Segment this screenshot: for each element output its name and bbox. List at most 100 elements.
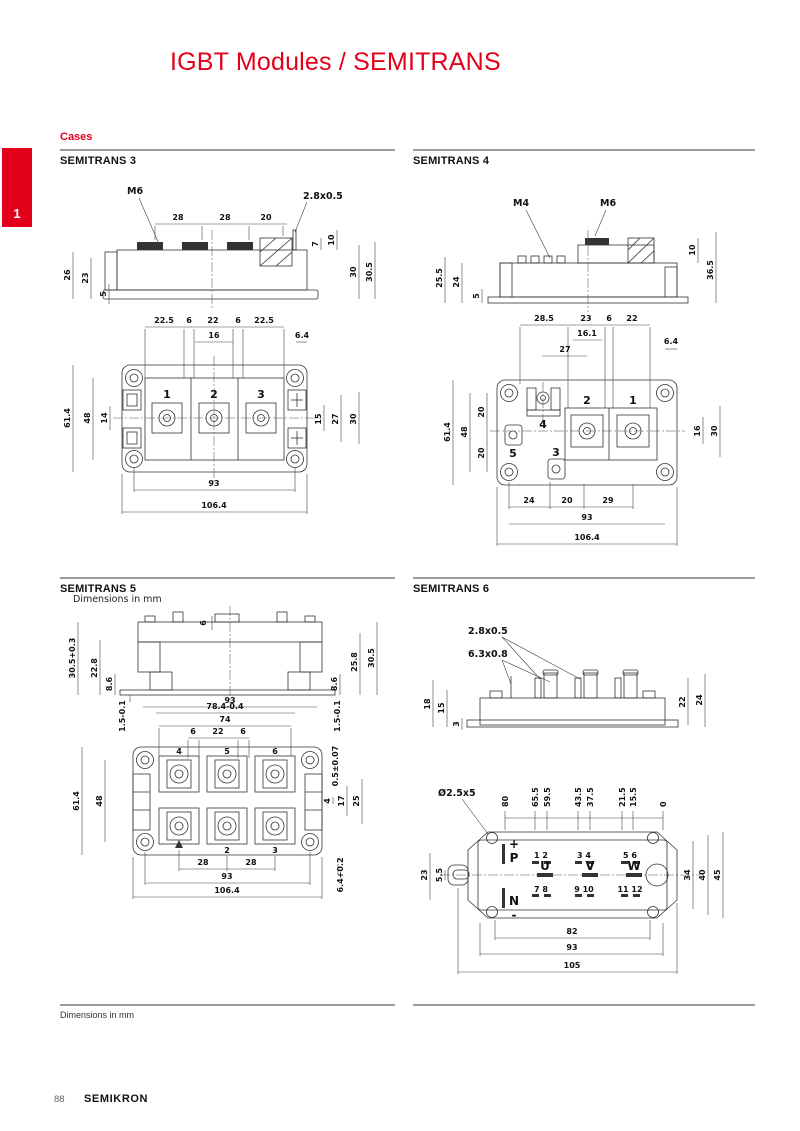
s6-baseplate: [466, 719, 679, 728]
dim-label: 93: [221, 872, 232, 881]
s3-top-dimensions: 22.5 6 22 6 22.5 16 6.4 61.4 48 14 15 27…: [63, 316, 360, 514]
dim-label: 93: [581, 513, 592, 522]
s6-hole-callout: Ø2.5x5: [438, 788, 476, 799]
semitrans5-drawing: Dimensions in mm 30.5+0.3 22.8 8.6 1.5-0…: [68, 594, 378, 899]
dim-label: 16: [208, 331, 220, 340]
dim-label: 106.4: [574, 533, 600, 542]
polarity-plus: +: [509, 837, 519, 851]
dim-label: 20: [477, 447, 486, 459]
dim-label: 82: [566, 927, 577, 936]
dim-label: 93: [224, 696, 235, 705]
s5-side-view: 30.5+0.3 22.8 8.6 1.5-0.1 6 25.8 30.5 8.…: [68, 606, 378, 732]
dim-label: 4: [323, 798, 332, 804]
dim-label: 6.4: [664, 337, 679, 346]
dim-label: 5.5: [435, 867, 444, 882]
s4-m6-callout: M6: [600, 198, 616, 209]
dim-label: 30: [349, 413, 358, 425]
dim-label: 14: [100, 412, 109, 424]
pin-numbers: 11 12: [617, 885, 642, 894]
dim-label: 22: [626, 314, 637, 323]
dim-label: 23: [420, 869, 429, 880]
dim-label: 16: [693, 425, 702, 437]
dim-label: 5: [99, 291, 108, 297]
dim-label: 8.6: [330, 676, 339, 691]
dim-label: 40: [698, 869, 707, 881]
dim-label: 6: [186, 316, 192, 325]
dim-label: 21.5: [618, 787, 627, 807]
dim-label: 24: [523, 496, 535, 505]
terminal-number: 2: [224, 846, 230, 855]
dim-label: 18: [423, 698, 432, 710]
dim-label: 20: [477, 406, 486, 418]
section-label: Cases: [60, 131, 93, 143]
s3-slot-callout: 2.8x0.5: [303, 191, 343, 202]
divider: [60, 149, 395, 151]
dim-label: 10: [327, 234, 336, 246]
terminal-number: 6: [272, 747, 278, 756]
s3-side-slots: [122, 389, 307, 449]
dim-label: 23: [81, 272, 90, 283]
dim-label: 65.5: [531, 787, 540, 807]
heading-semitrans3: SEMITRANS 3: [60, 155, 137, 167]
s4-body: [499, 262, 678, 298]
terminal-number: 4: [539, 418, 547, 431]
heading-semitrans5: SEMITRANS 5: [60, 583, 137, 595]
dim-label: 6: [235, 316, 241, 325]
pin-numbers: 5 6: [623, 851, 637, 860]
pin-numbers: 3 4: [577, 851, 591, 860]
terminal-number: 5: [224, 747, 230, 756]
dim-label: 16.1: [577, 329, 597, 338]
dim-label: 15: [314, 413, 323, 425]
dim-label: 15.5: [629, 787, 638, 807]
dim-label: 1.5-0.1: [333, 700, 342, 732]
dim-label: 61.4: [72, 791, 81, 811]
s6-side-dimensions: 18 15 3 22 24: [423, 674, 706, 730]
dim-label: 45: [713, 869, 722, 881]
dim-label: 25.5: [435, 268, 444, 288]
dim-label: 0: [659, 801, 668, 807]
dimensions-in-mm-label: Dimensions in mm: [73, 594, 162, 605]
s6-pin-slots: [532, 861, 642, 897]
dim-label: 80: [501, 795, 510, 807]
s6-module-outline: [467, 831, 678, 919]
divider: [60, 577, 395, 579]
dim-label: 6.4: [295, 331, 310, 340]
dim-label: 28: [245, 858, 257, 867]
dim-label: 6: [199, 620, 208, 626]
terminal-number: 4: [176, 747, 182, 756]
polarity-minus: -: [512, 908, 517, 922]
terminal-p: P: [510, 851, 519, 865]
s5-side-dimensions: 30.5+0.3 22.8 8.6 1.5-0.1 6 25.8 30.5 8.…: [68, 616, 378, 732]
dim-label: 30: [349, 266, 358, 278]
dim-label: 78.4-0.4: [206, 702, 244, 711]
dim-label: 6: [606, 314, 612, 323]
dim-label: 61.4: [63, 408, 72, 428]
semitrans4-drawing: M4 M6 25.5 24 5 10 36.5: [435, 198, 721, 546]
s3-mounting-holes: [125, 369, 304, 468]
s5-module-outline: [132, 746, 323, 856]
dim-label: 34: [683, 869, 692, 881]
s4-terminals: [504, 387, 650, 480]
dim-label: 6.4+0.2: [336, 857, 345, 892]
dim-label: 25: [352, 795, 361, 807]
dim-label: 29: [602, 496, 614, 505]
s3-side-dimensions: 28 28 20 26 23 5 7 10 30 30.5: [63, 213, 376, 304]
dim-label: 28: [172, 213, 184, 222]
terminal-n: N: [509, 894, 519, 908]
divider: [413, 149, 755, 151]
terminal-w: W: [627, 859, 640, 873]
divider: [60, 1004, 395, 1006]
s6-corner-screws: [486, 832, 659, 918]
dim-label: 27: [331, 413, 340, 424]
dim-label: 106.4: [201, 501, 227, 510]
dim-label: 106.4: [214, 886, 240, 895]
dim-label: 30.5: [365, 262, 374, 282]
dim-label: 6: [190, 727, 196, 736]
divider: [413, 1004, 755, 1006]
s6-body: [479, 697, 666, 726]
terminal-number: 3: [257, 388, 265, 401]
dim-label: 28: [197, 858, 209, 867]
dim-label: 1.5-0.1: [118, 700, 127, 732]
dim-label: 25.8: [350, 652, 359, 672]
chapter-number: 1: [13, 206, 21, 221]
